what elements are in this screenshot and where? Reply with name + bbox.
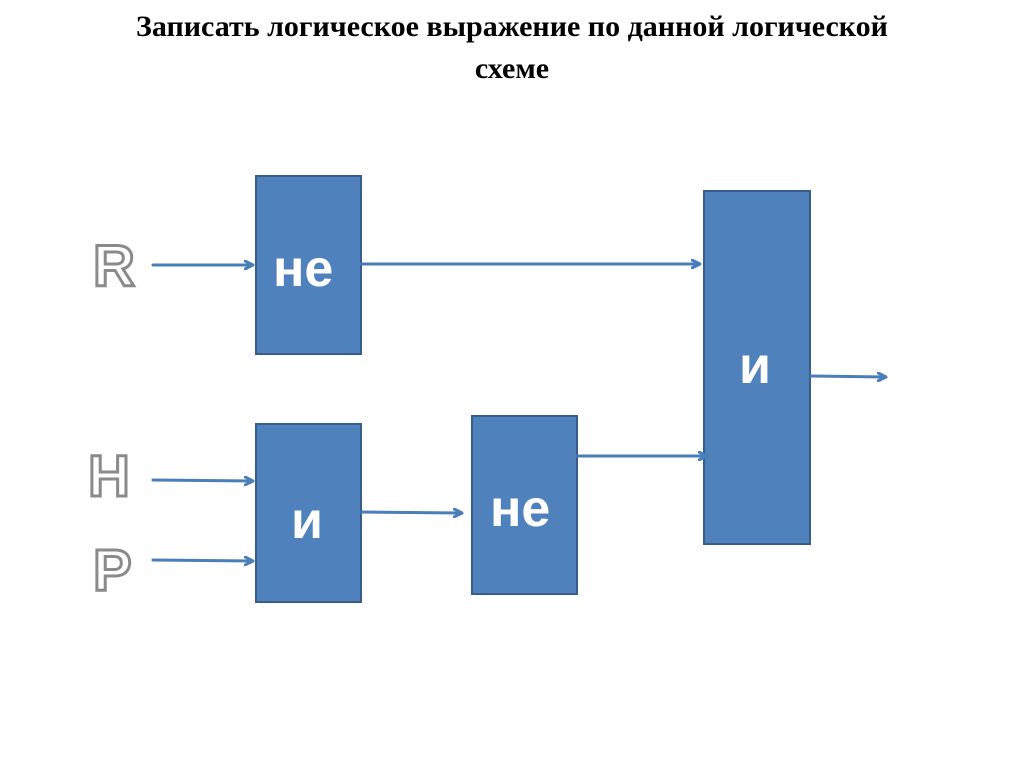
slide-title: Записать логическое выражение по данной … (40, 6, 984, 90)
gate-and-bottom-label: и (291, 492, 323, 550)
gate-not-middle: не (471, 415, 578, 595)
input-label-h: H (87, 444, 132, 509)
input-label-r: R (92, 234, 137, 299)
wire-h-to-and-bottom (151, 480, 255, 481)
gate-not-middle-label: не (490, 480, 551, 538)
gate-and-bottom: и (255, 423, 362, 603)
gate-and-final: и (703, 190, 811, 545)
gate-not-top-label: не (273, 240, 334, 298)
wire-output (809, 376, 888, 377)
input-label-p: P (92, 538, 134, 603)
slide-title-line-2: схеме (474, 52, 550, 85)
gate-and-final-label: и (739, 337, 771, 395)
wire-and-bottom-to-not-middle (360, 512, 464, 513)
slide-title-line-1: Записать логическое выражение по данной … (136, 10, 888, 43)
wire-p-to-and-bottom (151, 560, 255, 561)
gate-not-top: не (255, 175, 362, 355)
